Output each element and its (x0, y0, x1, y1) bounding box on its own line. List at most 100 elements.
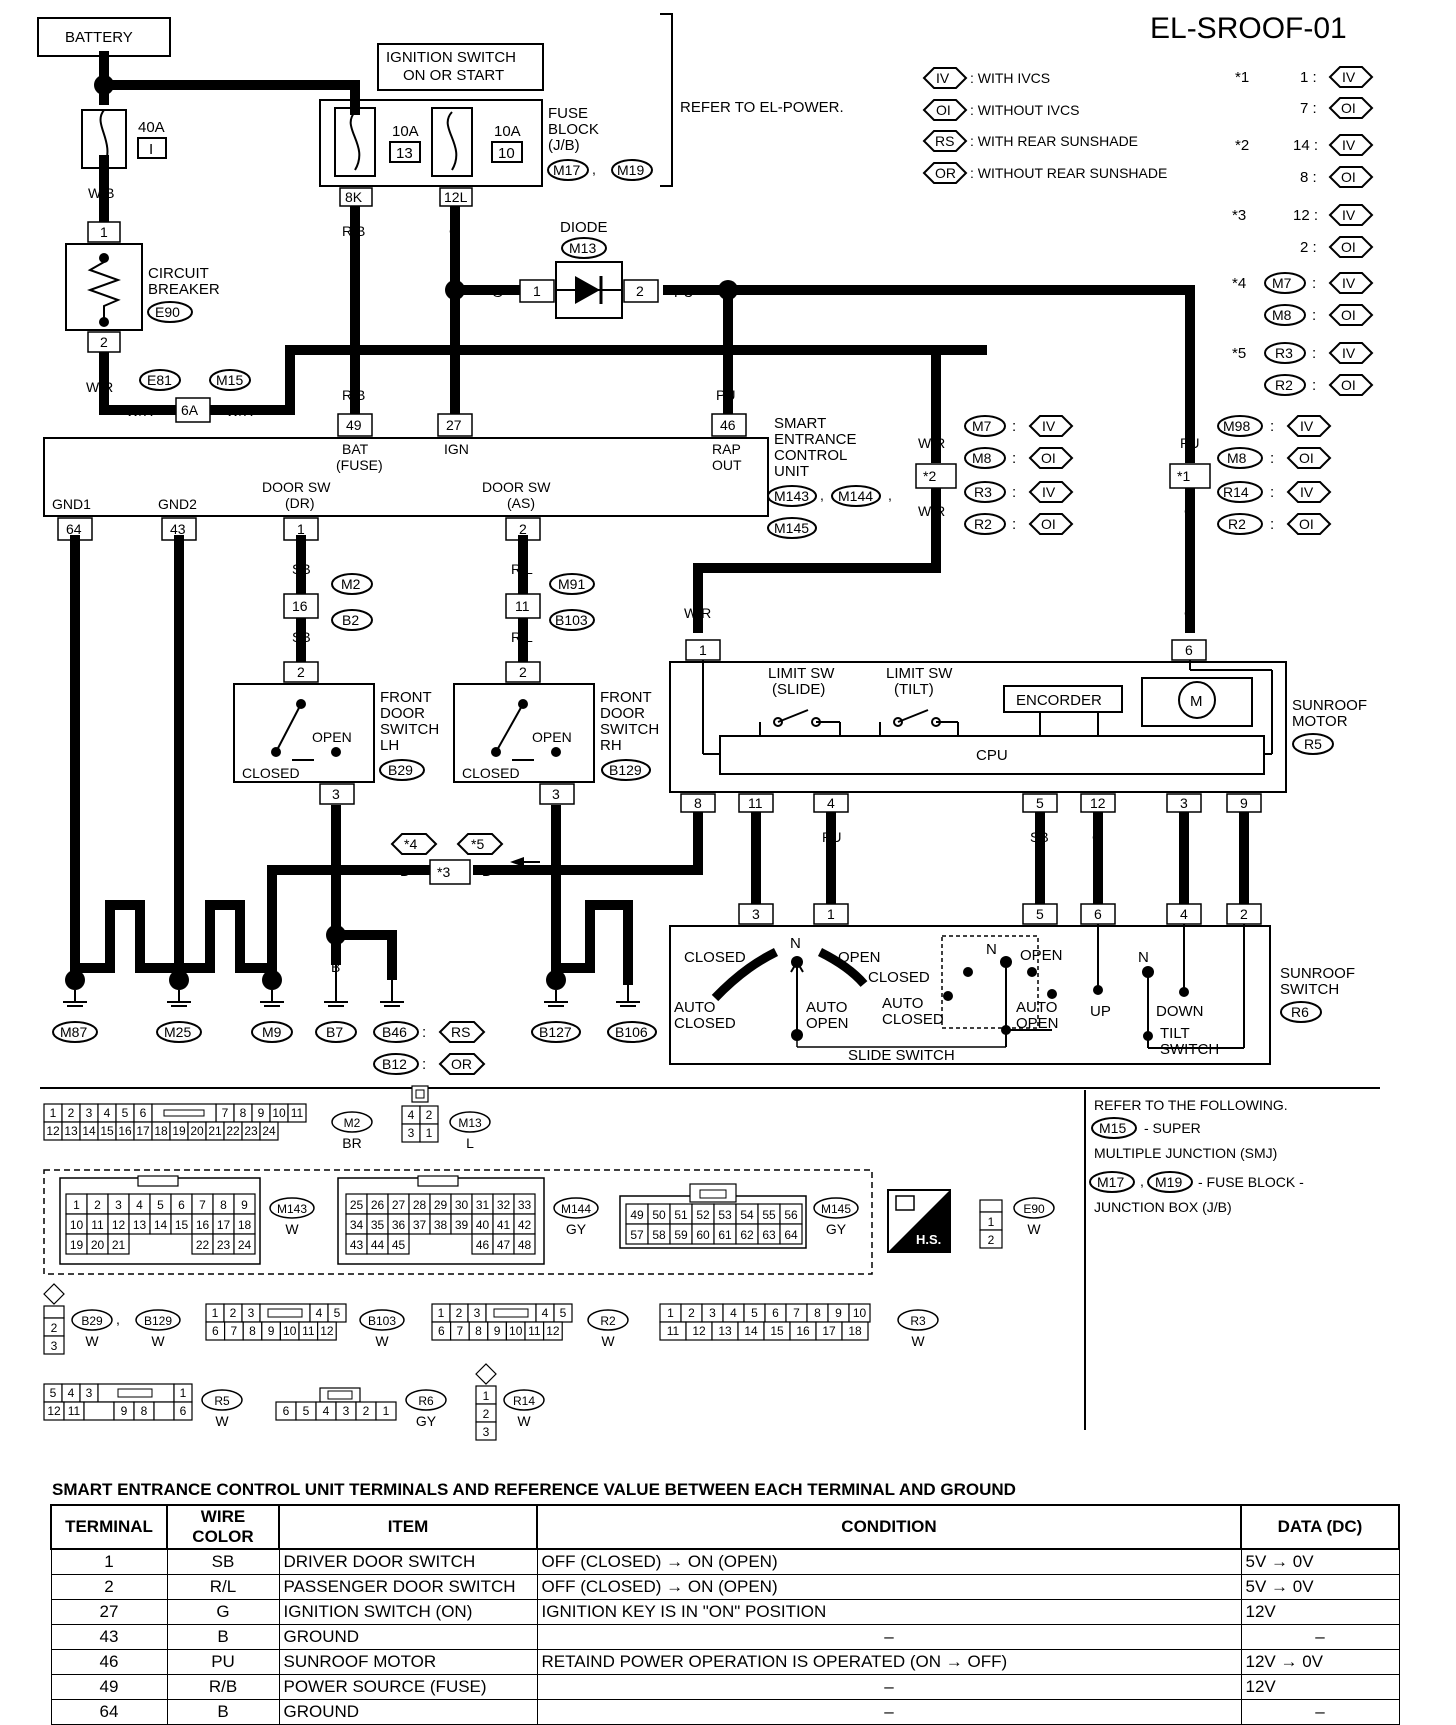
diagram-shape (1328, 166, 1374, 188)
diagram-shape (117, 1388, 153, 1398)
diagram-shape (52, 1021, 98, 1043)
diagram-shape (1286, 481, 1332, 503)
diagram-shape (964, 447, 1006, 469)
diagram-shape (539, 783, 575, 805)
diagram-shape (139, 369, 181, 391)
secu-conn3: M145 (774, 520, 809, 536)
diagram-shape (431, 107, 473, 177)
cell-terminal: 49 (50, 1674, 168, 1700)
pin-number: 4 (542, 1306, 549, 1320)
connector-color: L (466, 1135, 474, 1151)
diagram-shape (1028, 447, 1074, 469)
diagram-label: (SLIDE) (772, 681, 825, 698)
pin-number: 1 (212, 1306, 219, 1320)
diagram-label: CLOSED (684, 949, 746, 966)
legend-text-2: : WITH REAR SUNSHADE (970, 133, 1138, 149)
diagram-label: PU (674, 284, 693, 300)
pin-number: 7 (231, 1324, 238, 1338)
diagram-label: W/R (226, 403, 253, 419)
diagram-shape (87, 221, 121, 243)
pin-number: 40 (476, 1218, 490, 1232)
diagram-label: UNIT (774, 463, 809, 480)
diagram-shape (405, 1389, 447, 1411)
diagram-label: OUT (712, 457, 742, 473)
diagram-shape (893, 717, 903, 727)
diagram-label: SUNROOF (1280, 965, 1355, 982)
pin-number: 17 (217, 1218, 231, 1232)
pin-number: 6 (438, 1324, 445, 1338)
diagram-shape (331, 609, 373, 631)
diagram-label: PU (822, 829, 841, 845)
cb-l1: CIRCUIT (148, 265, 209, 282)
battery-label: BATTERY (65, 29, 133, 46)
diagram-shape (1147, 1171, 1193, 1193)
diagram-label: ENCORDER (1016, 692, 1102, 709)
diagram-label: OI (1341, 307, 1356, 323)
cell-condition: OFF (CLOSED) → ON (OPEN) (536, 1548, 1242, 1575)
diagram-shape (283, 661, 319, 683)
diagram-label: M25 (164, 1024, 191, 1040)
diagram-shape (43, 1283, 65, 1305)
pin-number: 9 (494, 1324, 501, 1338)
pin-number: 6 (772, 1306, 779, 1320)
diagram-label: L (752, 829, 760, 845)
diagram-shape (438, 1021, 486, 1043)
secu-conn2: M144 (838, 488, 873, 504)
pin-number: 9 (121, 1404, 128, 1418)
pin-number: 8 (141, 1404, 148, 1418)
diagram-shape (319, 1387, 361, 1403)
pin-number: 14 (744, 1324, 758, 1338)
fuse-b-num: 10 (498, 145, 515, 162)
pin-number: 12 (112, 1218, 126, 1232)
diagram-label: OI (1341, 377, 1356, 393)
pin-number: 6 (178, 1198, 185, 1212)
fuse-block-conn1: M17 (553, 162, 580, 178)
pin-number: 11 (528, 1324, 541, 1338)
diagram-label: R5 (1304, 736, 1322, 752)
diagram-shape (680, 793, 716, 813)
pin-number: 25 (350, 1198, 364, 1212)
cell-item: POWER SOURCE (FUSE) (278, 1674, 538, 1700)
diagram-label: CLOSED (242, 765, 300, 781)
pin-number: 1 (50, 1106, 57, 1120)
diagram-shape (711, 947, 779, 1002)
cell-item: GROUND (278, 1624, 538, 1650)
pin-number: 8 (475, 1324, 482, 1338)
pin-number: 23 (217, 1238, 231, 1252)
diagram-label: B2 (342, 612, 359, 628)
diagram-label: 5 (1036, 795, 1044, 811)
pin-number: 16 (118, 1124, 132, 1138)
pin-number: 56 (784, 1208, 798, 1222)
diagram-shape (251, 1021, 293, 1043)
diagram-label: 2 (1240, 906, 1248, 922)
connector-id: E90 (1023, 1202, 1045, 1216)
fuse-a-rating: 10A (392, 123, 419, 140)
diagram-shape (475, 1421, 497, 1441)
diagram-label: IV (1342, 137, 1356, 153)
fuse-a-num: 13 (396, 145, 413, 162)
diagram-shape (1328, 66, 1374, 88)
pin-number: 19 (70, 1238, 84, 1252)
pin-number: 3 (86, 1386, 93, 1400)
diagram-shape (773, 717, 783, 727)
diagram-label: OPEN (532, 729, 572, 745)
diagram-label: OI (1299, 516, 1314, 532)
diagram-label: 12 (1090, 795, 1106, 811)
front-door-switch-lh (233, 683, 375, 783)
diagram-label: TILT (1160, 1025, 1190, 1042)
diagram-shape (269, 1197, 315, 1219)
diagram-shape (660, 13, 673, 187)
diagram-label: G (1184, 503, 1195, 519)
diagram-label: R3 (974, 484, 992, 500)
diagram-shape (87, 258, 121, 322)
pin-cell (419, 1123, 439, 1143)
diagram-label: 1 (827, 906, 835, 922)
diagram-shape (326, 925, 346, 945)
pin-number: 11 (291, 1106, 304, 1120)
pin-number: 2 (363, 1404, 370, 1418)
diagram-label: LH (380, 737, 399, 754)
diagram-shape (813, 793, 849, 813)
diagram-shape (513, 1233, 536, 1255)
